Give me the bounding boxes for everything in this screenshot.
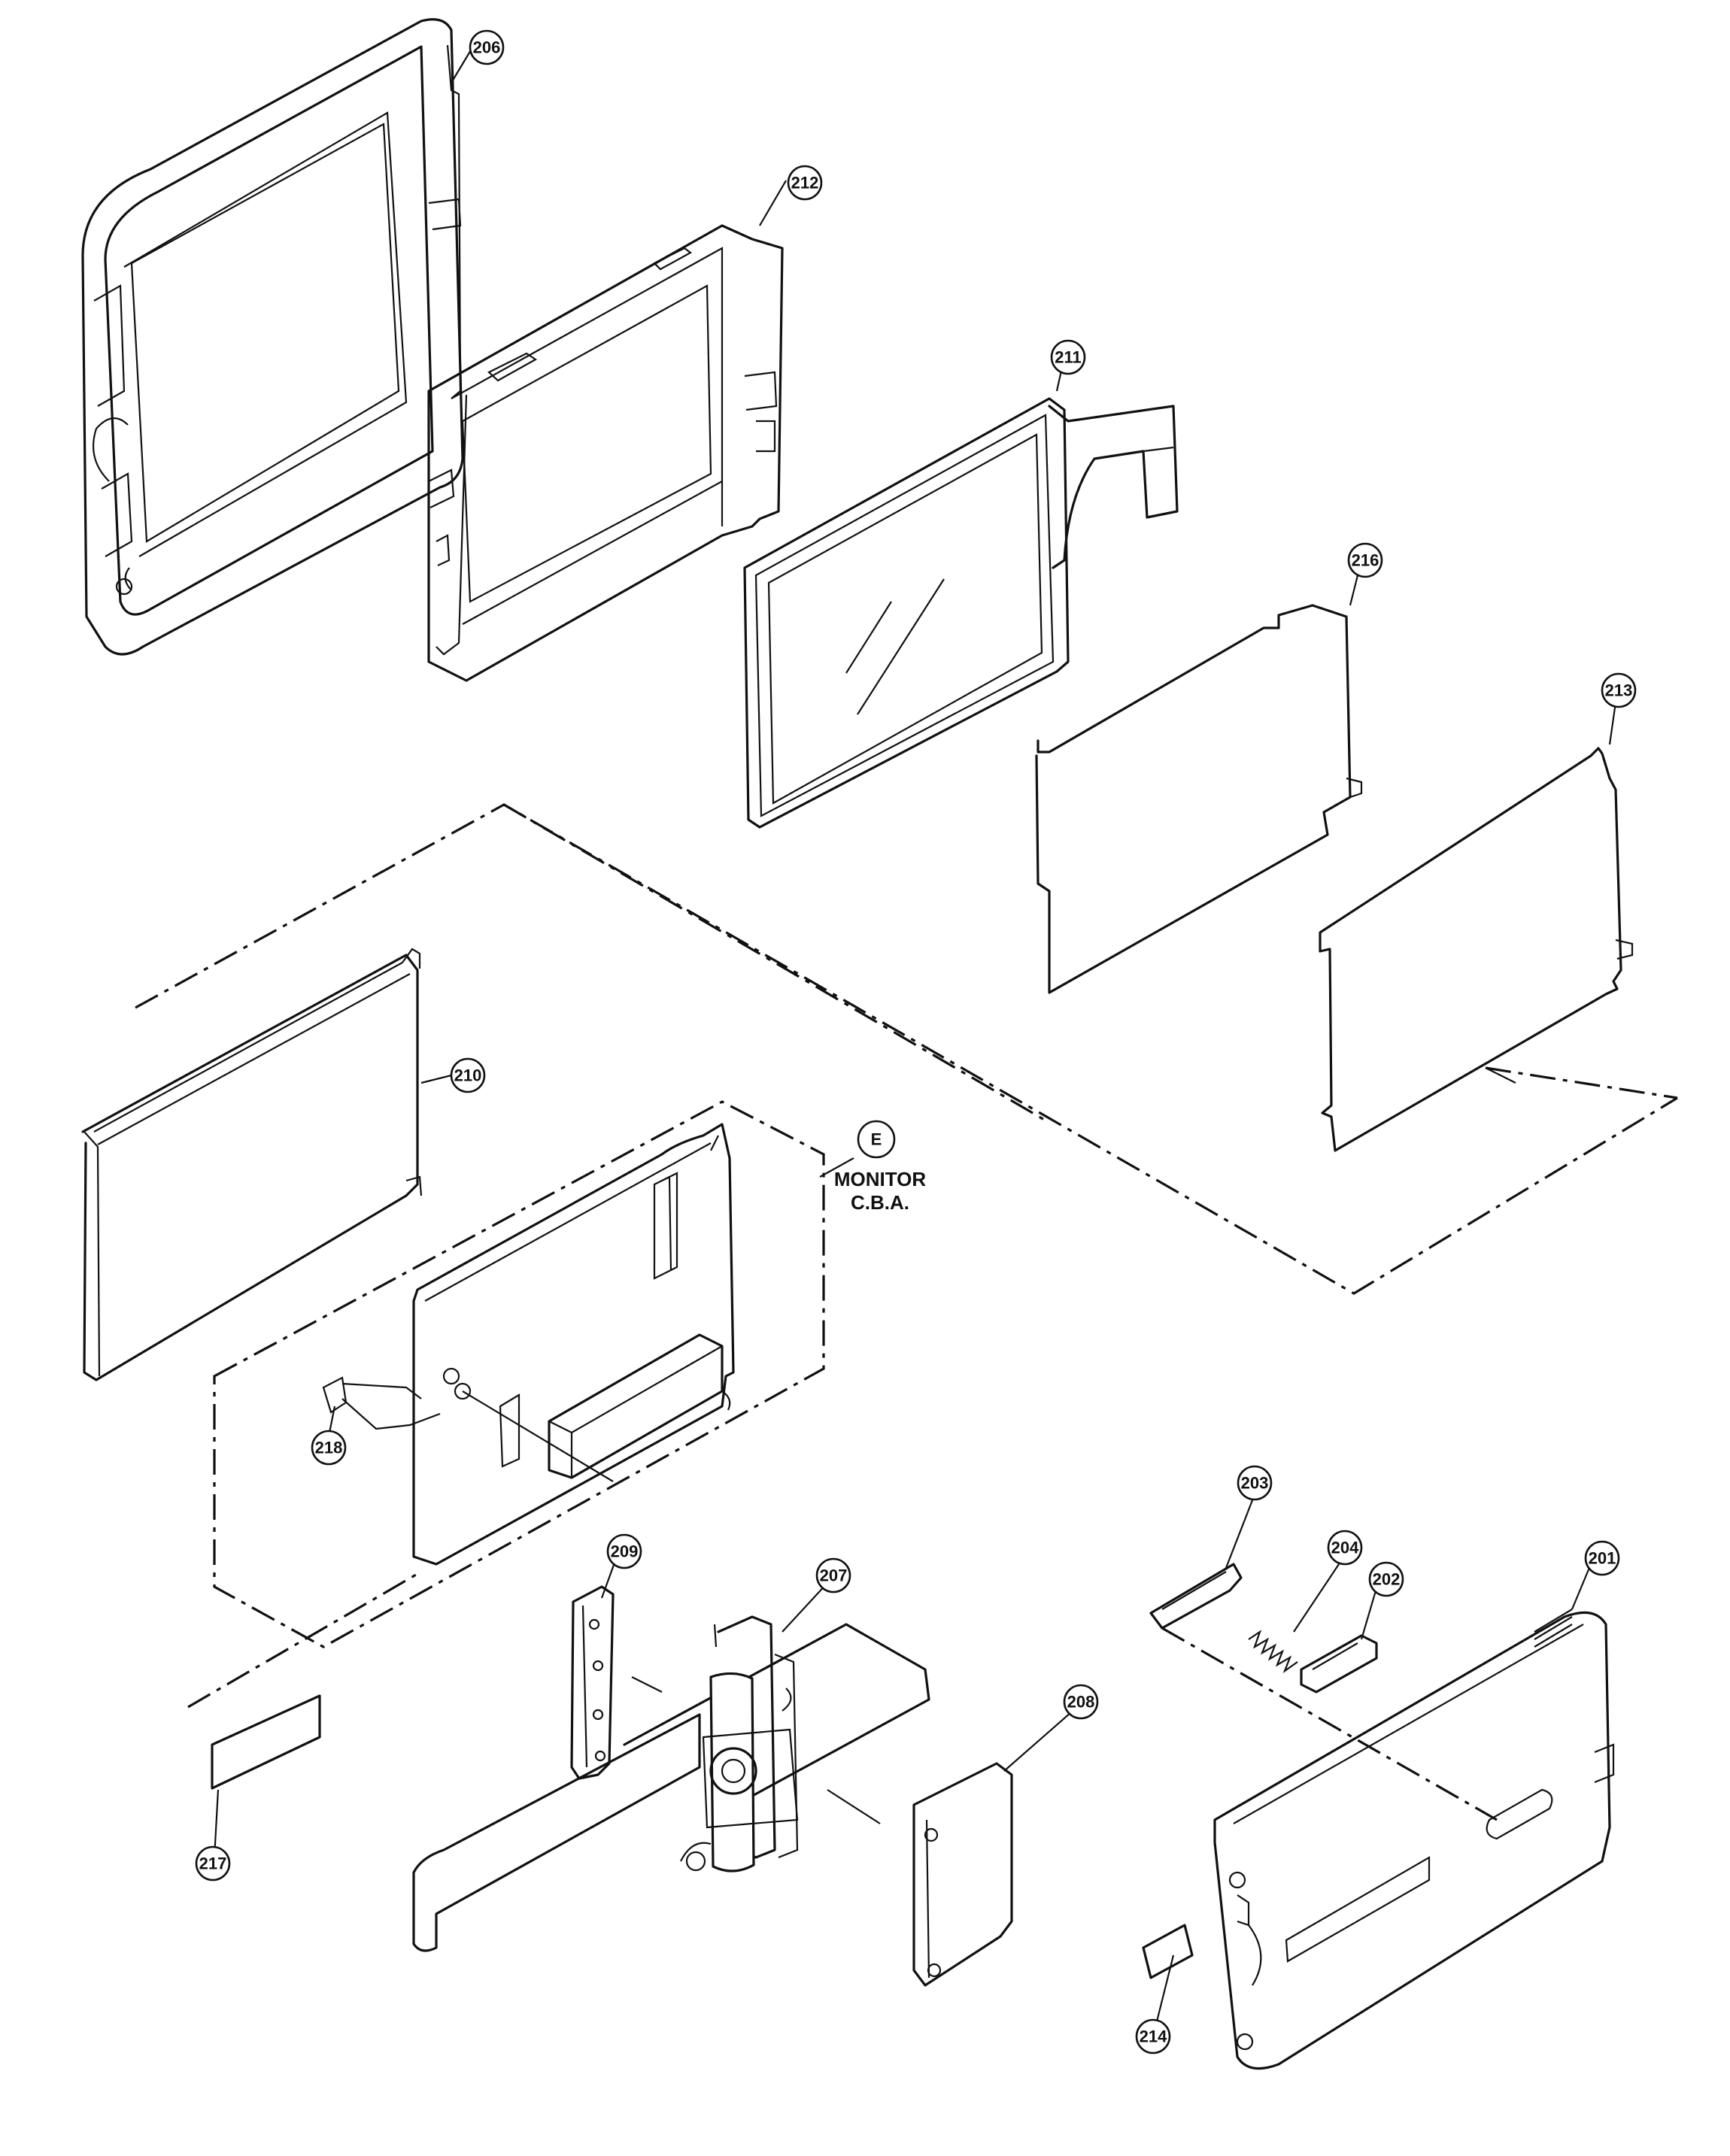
callout-210-label: 210	[454, 1066, 482, 1085]
part-207-hinge	[412, 1615, 930, 1952]
callout-203: 203	[1237, 1465, 1273, 1501]
assembly-e-badge: E	[857, 1120, 896, 1159]
callout-209-label: 209	[611, 1542, 639, 1561]
callout-204: 204	[1327, 1530, 1363, 1566]
part-201-case	[1213, 1609, 1615, 2070]
callout-206: 206	[469, 29, 505, 65]
assembly-letter: E	[871, 1130, 882, 1149]
part-217-label	[211, 1694, 321, 1790]
callout-214: 214	[1135, 2018, 1171, 2054]
callout-217: 217	[195, 1845, 231, 1882]
callout-216: 216	[1347, 542, 1383, 578]
callout-203-label: 203	[1241, 1474, 1269, 1493]
callout-212: 212	[787, 165, 823, 201]
part-monitor-cba-board	[322, 1123, 735, 1566]
callout-209: 209	[606, 1533, 642, 1569]
guide-lines	[631, 1627, 1498, 1824]
callout-211: 211	[1050, 339, 1086, 375]
callout-202-label: 202	[1373, 1570, 1401, 1589]
part-206-front-bezel	[81, 18, 464, 656]
part-202-slide-knob	[1300, 1634, 1378, 1694]
assembly-outline-monitor-cba	[187, 1100, 825, 1709]
callout-207-label: 207	[820, 1566, 848, 1585]
part-203-plate	[1149, 1563, 1243, 1630]
part-208-cover	[912, 1762, 1013, 1987]
callout-201-label: 201	[1589, 1549, 1616, 1568]
part-210-panel	[81, 948, 423, 1381]
part-214-label	[1142, 1924, 1194, 1979]
part-212-rear-frame	[427, 224, 784, 682]
callout-216-label: 216	[1352, 551, 1379, 570]
part-209-bracket	[570, 1585, 615, 1780]
callout-218-label: 218	[315, 1439, 343, 1457]
part-204-spring	[1248, 1630, 1298, 1674]
callout-207: 207	[815, 1557, 851, 1593]
callout-leaders	[213, 44, 1619, 2031]
callout-211-label: 211	[1055, 348, 1082, 367]
part-211-lcd-panel	[743, 397, 1179, 829]
callout-218: 218	[311, 1430, 347, 1466]
callout-206-label: 206	[473, 38, 501, 57]
part-216-sheet	[1035, 604, 1363, 994]
assembly-name-line1: MONITOR	[834, 1168, 927, 1190]
part-213-sheet	[1319, 747, 1634, 1152]
callout-213: 213	[1601, 672, 1637, 708]
callout-217-label: 217	[199, 1854, 227, 1873]
callout-202: 202	[1368, 1561, 1404, 1597]
assembly-name-line2: C.B.A.	[851, 1191, 909, 1214]
callout-212-label: 212	[791, 174, 819, 193]
callout-204-label: 204	[1331, 1539, 1359, 1557]
callout-213-label: 213	[1605, 681, 1633, 700]
callout-210: 210	[450, 1057, 486, 1093]
callout-208: 208	[1063, 1684, 1099, 1720]
callout-208-label: 208	[1067, 1693, 1095, 1712]
callout-201: 201	[1584, 1540, 1620, 1576]
assembly-outline-main	[135, 803, 1678, 1295]
callout-214-label: 214	[1140, 2027, 1167, 2046]
